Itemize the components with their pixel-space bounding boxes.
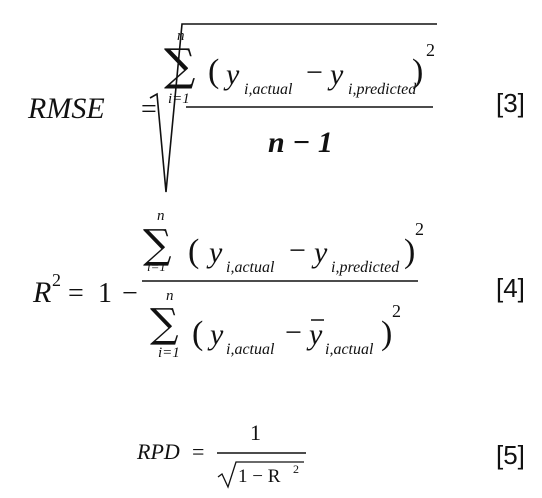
numerator-actual-subscript: i,actual bbox=[226, 259, 275, 276]
close-parenthesis: ) bbox=[412, 53, 423, 90]
exponent-two: 2 bbox=[426, 40, 435, 60]
radicand-superscript: 2 bbox=[293, 462, 299, 476]
denominator-actual-subscript: i,actual bbox=[226, 341, 275, 358]
numerator-one: 1 bbox=[250, 420, 261, 445]
denominator-sum-lower: i=1 bbox=[158, 345, 180, 361]
numerator-summation: ∑ bbox=[143, 222, 172, 268]
denominator-sum-upper: n bbox=[166, 288, 174, 304]
r-label: R bbox=[32, 276, 51, 309]
numerator-sum-upper: n bbox=[157, 208, 165, 224]
equals-sign: = bbox=[68, 278, 84, 309]
actual-subscript: i,actual bbox=[244, 81, 293, 98]
square-root-sign bbox=[217, 461, 304, 489]
equation-r-squared: R 2 = 1 − n ∑ i=1 ( y i,actual − y i,pre… bbox=[32, 208, 525, 361]
y-predicted: y bbox=[327, 58, 344, 91]
equation-rmse: RMSE = n ∑ i=1 ( y i,actual − y i,predic… bbox=[27, 23, 525, 193]
denominator-close-paren: ) bbox=[381, 315, 392, 352]
open-parenthesis: ( bbox=[208, 53, 219, 90]
denominator-exponent: 2 bbox=[392, 301, 401, 321]
numerator-y-predicted: y bbox=[311, 236, 328, 269]
denominator-open-paren: ( bbox=[192, 315, 203, 352]
equals-sign: = bbox=[141, 94, 157, 125]
summation-symbol: ∑ bbox=[164, 40, 195, 91]
denominator-y-mean: y bbox=[306, 318, 323, 351]
minus-sign: − bbox=[306, 56, 323, 89]
denominator-mean-subscript: i,actual bbox=[325, 341, 374, 358]
equation-rpd: RPD = 1 1 − R 2 [5] bbox=[136, 420, 525, 489]
numerator-sum-lower: i=1 bbox=[147, 259, 166, 274]
denominator: n − 1 bbox=[268, 126, 333, 159]
one: 1 bbox=[98, 278, 112, 309]
sum-lower-limit: i=1 bbox=[168, 91, 190, 107]
equation-number: [3] bbox=[496, 88, 525, 118]
rmse-label: RMSE bbox=[27, 92, 105, 125]
numerator-y-actual: y bbox=[206, 236, 223, 269]
denominator-minus: − bbox=[285, 316, 302, 349]
denominator-y-actual: y bbox=[207, 318, 224, 351]
y-actual: y bbox=[223, 58, 240, 91]
minus-sign: − bbox=[122, 278, 138, 309]
denominator-summation: ∑ bbox=[150, 301, 179, 347]
rpd-label: RPD bbox=[136, 439, 180, 464]
numerator-exponent: 2 bbox=[415, 219, 424, 239]
r-superscript: 2 bbox=[52, 270, 61, 290]
equation-number: [4] bbox=[496, 273, 525, 303]
numerator-close-paren: ) bbox=[404, 233, 415, 270]
numerator-open-paren: ( bbox=[188, 233, 199, 270]
sum-upper-limit: n bbox=[177, 28, 185, 44]
numerator-predicted-subscript: i,predicted bbox=[331, 259, 400, 276]
radicand: 1 − R bbox=[238, 466, 281, 487]
numerator-minus: − bbox=[289, 234, 306, 267]
equals-sign: = bbox=[192, 439, 204, 464]
radical-sign bbox=[149, 23, 437, 193]
predicted-subscript: i,predicted bbox=[348, 81, 417, 98]
equation-number: [5] bbox=[496, 440, 525, 470]
